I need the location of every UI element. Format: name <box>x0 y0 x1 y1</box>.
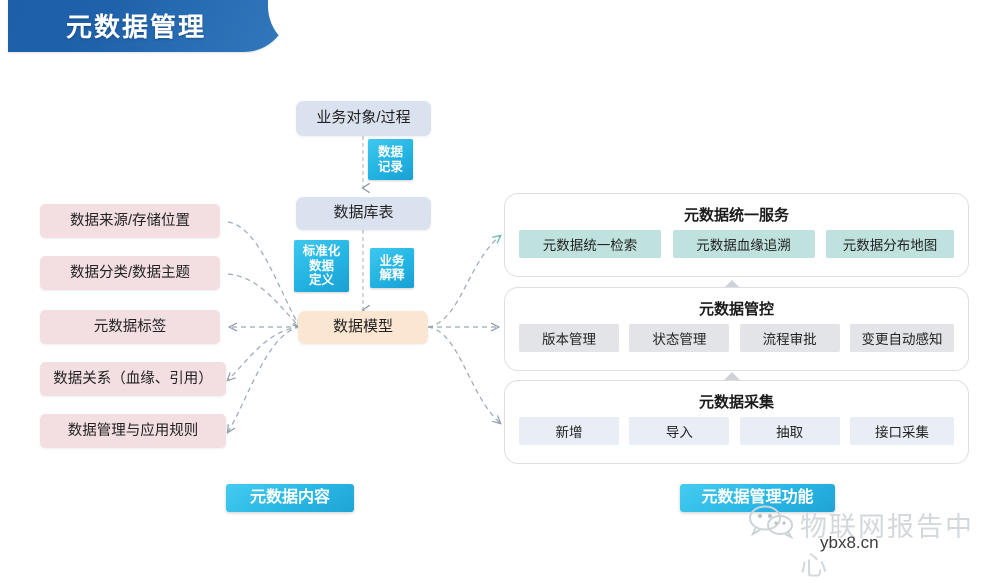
left-item-label: 元数据标签 <box>93 318 167 335</box>
chip-row: 元数据统一检索 元数据血缘追溯 元数据分布地图 <box>519 230 954 258</box>
panel-title: 元数据采集 <box>698 394 774 411</box>
chip-lineage-trace[interactable]: 元数据血缘追溯 <box>672 230 815 258</box>
tag-line: 数据 <box>377 145 403 160</box>
tag-line: 业务 <box>379 253 405 268</box>
chip-row: 版本管理 状态管理 流程审批 变更自动感知 <box>519 324 954 352</box>
node-db-table[interactable]: 数据库表 <box>296 197 431 230</box>
tag-line: 记录 <box>377 159 403 174</box>
chip-extract[interactable]: 抽取 <box>739 417 840 445</box>
tag-line: 解释 <box>379 268 405 282</box>
chip-label: 元数据血缘追溯 <box>696 238 791 253</box>
chip-label: 导入 <box>665 425 693 440</box>
watermark <box>748 505 794 542</box>
chip-label: 抽取 <box>776 425 804 440</box>
node-label: 数据库表 <box>333 204 394 222</box>
left-item-label: 数据管理与应用规则 <box>67 422 199 439</box>
node-data-model[interactable]: 数据模型 <box>298 311 428 344</box>
caption-metadata-functions[interactable]: 元数据管理功能 <box>680 484 835 512</box>
tag-data-record[interactable]: 数据 记录 <box>368 139 413 180</box>
chip-label: 变更自动感知 <box>861 332 943 347</box>
chip-import[interactable]: 导入 <box>629 417 730 445</box>
panel-title: 元数据统一服务 <box>683 207 789 224</box>
tag-line: 数据 <box>308 258 334 273</box>
left-item-label: 数据关系（血缘、引用） <box>53 370 213 387</box>
chip-label: 新增 <box>555 425 583 440</box>
list-item[interactable]: 数据分类/数据主题 <box>40 256 220 290</box>
chip-interface-collect[interactable]: 接口采集 <box>849 417 954 445</box>
chip-add[interactable]: 新增 <box>519 417 619 445</box>
tag-line: 定义 <box>308 273 334 288</box>
chip-version-management[interactable]: 版本管理 <box>519 324 619 352</box>
chip-unified-search[interactable]: 元数据统一检索 <box>519 230 661 258</box>
node-label: 业务对象/过程 <box>316 109 411 127</box>
panel-metadata-unified-service[interactable]: 元数据统一服务 元数据统一检索 元数据血缘追溯 元数据分布地图 <box>504 193 969 277</box>
chip-distribution-map[interactable]: 元数据分布地图 <box>826 230 954 258</box>
chip-label: 版本管理 <box>542 332 596 347</box>
header-banner: 元数据管理 <box>8 0 314 52</box>
list-item[interactable]: 元数据标签 <box>40 310 220 344</box>
left-item-label: 数据分类/数据主题 <box>69 264 191 281</box>
node-business-object[interactable]: 业务对象/过程 <box>296 101 431 136</box>
left-item-label: 数据来源/存储位置 <box>69 212 191 229</box>
chip-process-approval[interactable]: 流程审批 <box>739 324 840 352</box>
chip-change-auto-detect[interactable]: 变更自动感知 <box>849 324 954 352</box>
chip-status-management[interactable]: 状态管理 <box>629 324 730 352</box>
watermark-url: ybx8.cn <box>820 533 879 552</box>
node-label: 数据模型 <box>332 318 393 336</box>
chip-label: 元数据统一检索 <box>542 238 638 253</box>
panel-metadata-collection[interactable]: 元数据采集 新增 导入 抽取 接口采集 <box>504 380 969 464</box>
tag-line: 标准化 <box>302 244 341 259</box>
chip-label: 状态管理 <box>652 332 707 347</box>
chip-label: 接口采集 <box>874 425 929 440</box>
page-title: 元数据管理 <box>66 12 207 42</box>
diagram-canvas: 元数据管理 <box>8 0 972 581</box>
caption-metadata-content[interactable]: 元数据内容 <box>226 484 354 512</box>
chip-label: 元数据分布地图 <box>842 238 938 253</box>
caption-label: 元数据内容 <box>249 489 330 506</box>
chip-row: 新增 导入 抽取 接口采集 <box>519 417 954 445</box>
chip-label: 流程审批 <box>762 332 817 347</box>
list-item[interactable]: 数据关系（血缘、引用） <box>40 362 226 396</box>
tag-standard-data-definition[interactable]: 标准化 数据 定义 <box>294 240 349 292</box>
panel-metadata-governance[interactable]: 元数据管控 版本管理 状态管理 流程审批 变更自动感知 <box>504 287 969 371</box>
panel-title: 元数据管控 <box>698 301 774 318</box>
list-item[interactable]: 数据管理与应用规则 <box>40 414 226 448</box>
wechat-icon <box>749 505 794 540</box>
tag-business-explanation[interactable]: 业务 解释 <box>370 248 414 288</box>
list-item[interactable]: 数据来源/存储位置 <box>40 204 220 238</box>
caption-label: 元数据管理功能 <box>701 489 814 506</box>
